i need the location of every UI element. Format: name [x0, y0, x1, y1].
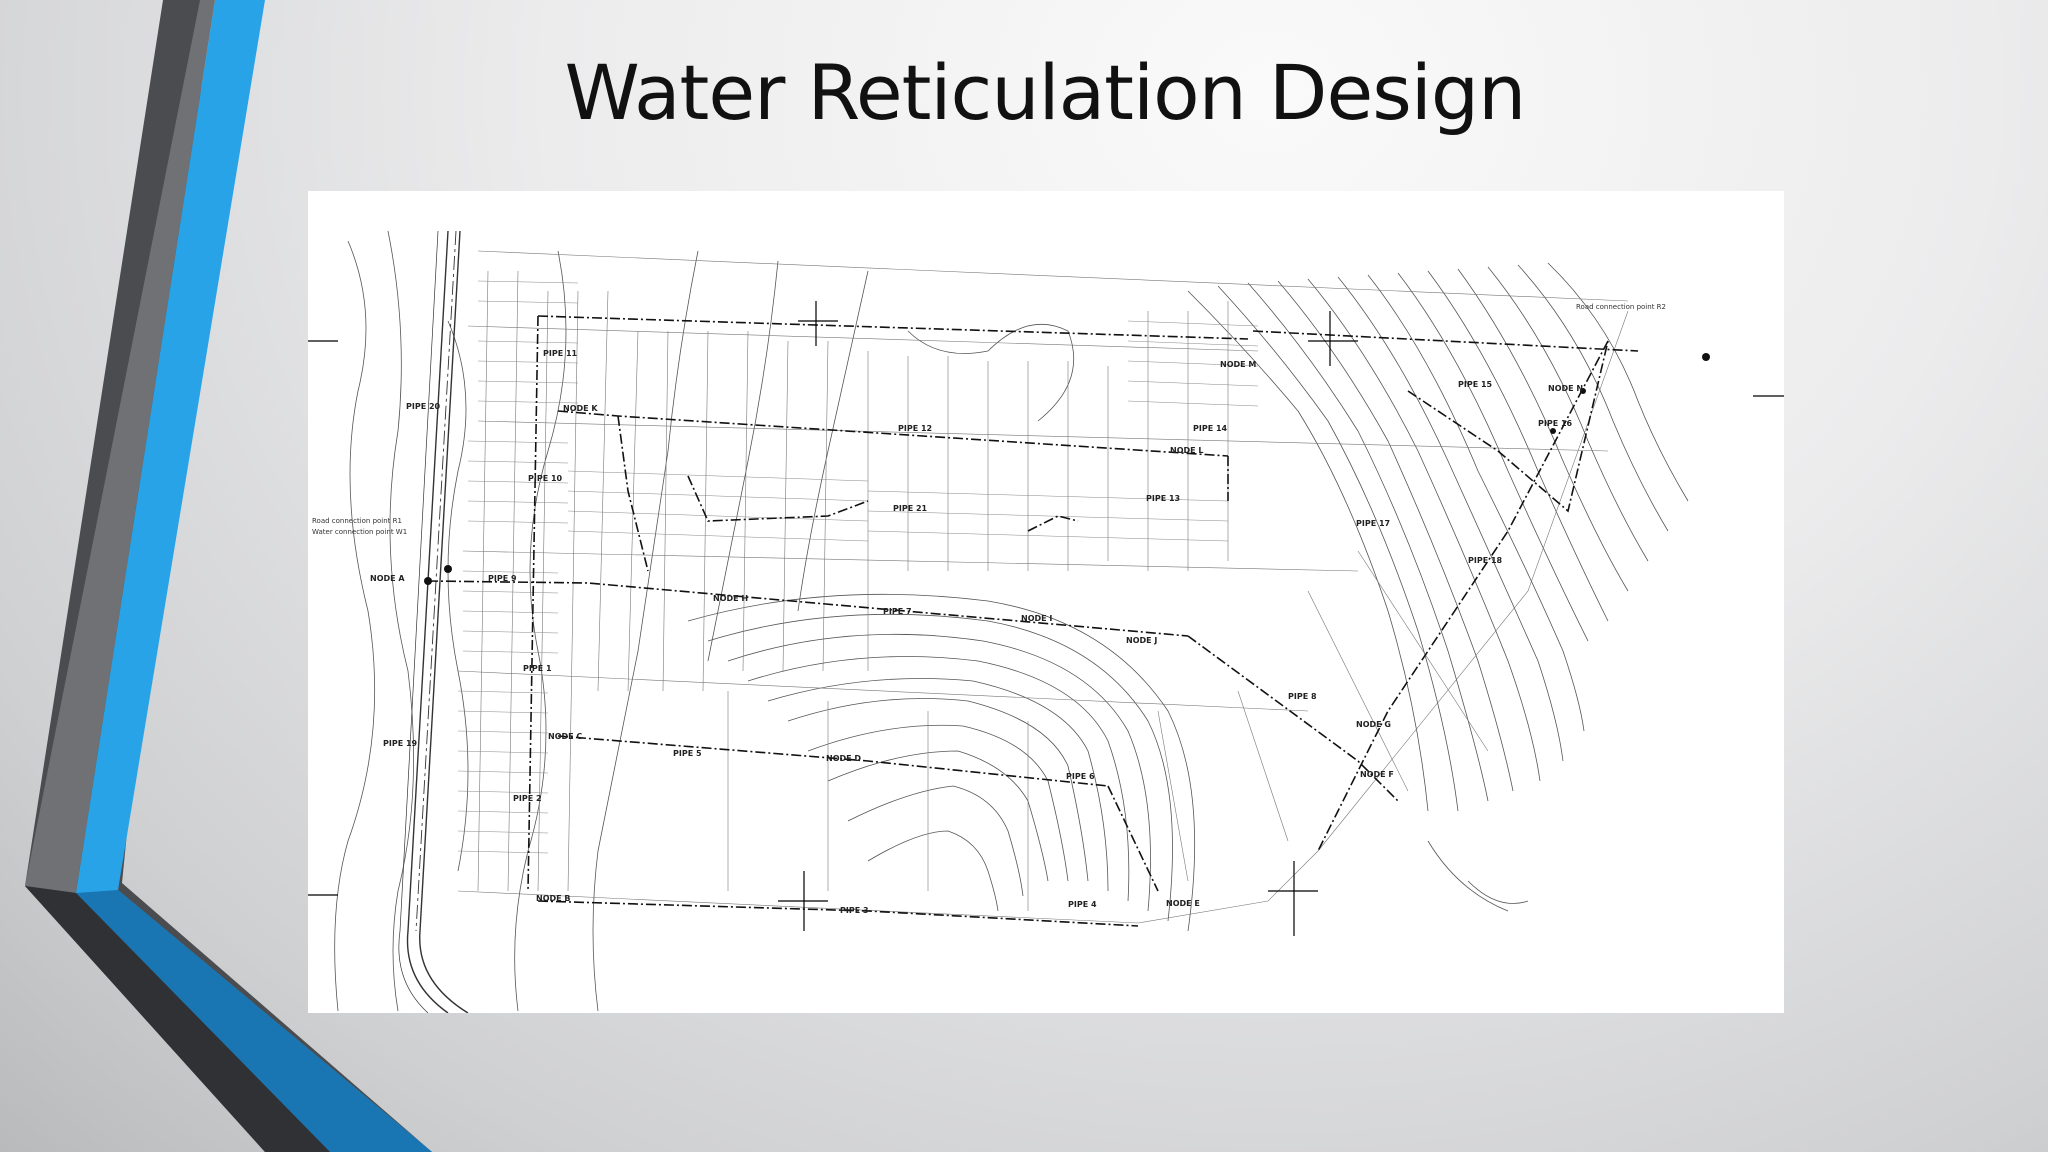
node-points — [424, 353, 1710, 585]
pipe-label: PIPE 9 — [488, 574, 517, 583]
node-label: NODE G — [1356, 720, 1391, 729]
pipe-label: PIPE 4 — [1068, 900, 1097, 909]
pipe-label: PIPE 1 — [523, 664, 552, 673]
node-label: NODE I — [1021, 614, 1052, 623]
node-label: NODE A — [370, 574, 405, 583]
pipe-label: PIPE 18 — [1468, 556, 1503, 565]
pipe-label: PIPE 11 — [543, 349, 578, 358]
contour-lines — [334, 230, 1689, 1012]
pipe-label: PIPE 8 — [1288, 692, 1317, 701]
node-labels: NODE A NODE B NODE C NODE D NODE E NODE … — [370, 360, 1583, 908]
pipe-label: PIPE 6 — [1066, 772, 1095, 781]
site-plan-drawing: PIPE 11 PIPE 20 PIPE 12 PIPE 21 PIPE 13 … — [308, 191, 1784, 1013]
node-label: NODE N — [1548, 384, 1583, 393]
annotation-label: Road connection point R2 — [1576, 303, 1666, 311]
water-pipes — [427, 315, 1639, 927]
pipe-label: PIPE 16 — [1538, 419, 1573, 428]
node-label: NODE B — [536, 894, 570, 903]
accent-dark-lower — [25, 886, 330, 1152]
crosshair-markers — [308, 301, 1784, 936]
accent-blue-stripe — [76, 0, 432, 1152]
pipe-label: PIPE 7 — [883, 607, 912, 616]
pipe-label: PIPE 15 — [1458, 380, 1493, 389]
pipe-label: PIPE 14 — [1193, 424, 1228, 433]
pipe-label: PIPE 20 — [406, 402, 441, 411]
node-label: NODE D — [826, 754, 861, 763]
node-label: NODE J — [1126, 636, 1157, 645]
node-label: NODE M — [1220, 360, 1256, 369]
pipe-label: PIPE 19 — [383, 739, 418, 748]
lot-grid — [457, 280, 1259, 854]
node-label: NODE H — [713, 594, 748, 603]
node-label: NODE F — [1360, 770, 1394, 779]
pipe-label: PIPE 12 — [898, 424, 932, 433]
pipe-label: PIPE 10 — [528, 474, 563, 483]
accent-dark-stripe — [25, 0, 432, 1152]
pipe-label: PIPE 5 — [673, 749, 702, 758]
pipe-label: PIPE 13 — [1146, 494, 1180, 503]
plan-annotations: Road connection point R1 Water connectio… — [312, 303, 1666, 536]
accent-blue-lower — [76, 890, 432, 1152]
pipe-label: PIPE 2 — [513, 794, 542, 803]
annotation-label: Water connection point W1 — [312, 528, 407, 536]
pipe-labels: PIPE 11 PIPE 20 PIPE 12 PIPE 21 PIPE 13 … — [383, 349, 1573, 915]
reticulation-plan-svg: PIPE 11 PIPE 20 PIPE 12 PIPE 21 PIPE 13 … — [308, 230, 1784, 1013]
pipe-label: PIPE 3 — [840, 906, 869, 915]
node-label: NODE K — [563, 404, 598, 413]
annotation-label: Road connection point R1 — [312, 517, 402, 525]
slide-title: Water Reticulation Design — [564, 48, 1527, 137]
pipe-label: PIPE 17 — [1356, 519, 1390, 528]
node-label: NODE E — [1166, 899, 1200, 908]
node-label: NODE C — [548, 732, 582, 741]
property-boundaries — [457, 250, 1629, 924]
accent-gray-edge — [25, 0, 215, 893]
pipe-label: PIPE 21 — [893, 504, 928, 513]
node-label: NODE L — [1170, 446, 1203, 455]
